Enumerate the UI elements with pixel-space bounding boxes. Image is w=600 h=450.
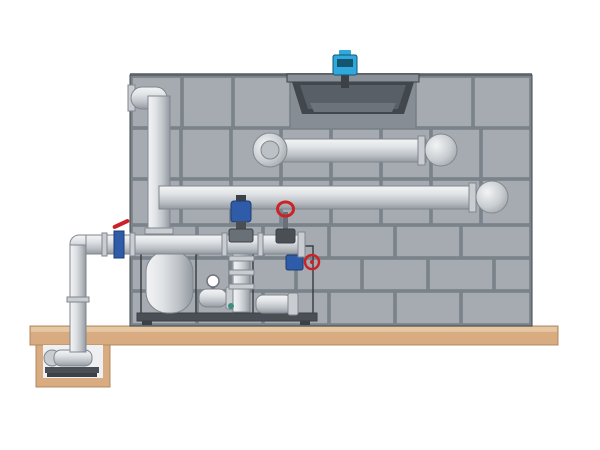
tower-basin: [286, 73, 420, 114]
column-flange: [228, 255, 255, 262]
tower-panel: [296, 258, 362, 291]
tower-panel: [473, 76, 531, 128]
tower-panel: [395, 225, 461, 258]
ground-platform: [29, 325, 559, 346]
upper-pipe-sphere-elbow: [424, 133, 458, 167]
tower-panel: [233, 76, 291, 128]
butterfly-valve: [112, 219, 130, 259]
upper-distribution-pipe: [252, 132, 458, 168]
pit-riser-flange: [66, 296, 90, 303]
column-flange: [228, 283, 255, 290]
drain-fitting: [228, 303, 234, 309]
header-flange: [221, 232, 228, 257]
tower-panel: [494, 258, 531, 291]
actuator-cap: [236, 195, 246, 202]
tower-panel: [329, 291, 395, 325]
skid-base-rail: [136, 312, 318, 322]
butterfly-valve-lever: [112, 219, 130, 229]
sump-pump-base: [45, 367, 99, 373]
upper-pipe-inlet-bore: [260, 140, 280, 160]
valve-handwheel: [276, 200, 295, 218]
control-valve-body: [228, 228, 254, 243]
tower-panel: [415, 76, 473, 128]
sensor-window: [337, 59, 353, 67]
handwheel-valve-stem: [283, 212, 288, 231]
header-flange: [129, 232, 136, 257]
pit-riser-pipe: [66, 244, 90, 353]
valve-actuator: [230, 200, 252, 223]
tower-panel: [461, 225, 531, 258]
tower-panel: [395, 291, 461, 325]
tower-panel: [182, 76, 233, 128]
tower-panel: [428, 258, 494, 291]
pressure-gauge: [206, 274, 220, 288]
header-end-flange: [297, 231, 306, 258]
header-flange: [101, 232, 108, 257]
gate-valve-hub: [310, 260, 314, 264]
riser-tube: [147, 95, 171, 237]
column-flange: [228, 269, 255, 276]
pump-motor-right: [255, 294, 293, 314]
upper-pipe-flange: [417, 135, 426, 166]
pump-head-right: [287, 292, 299, 316]
control-valve: [228, 195, 254, 243]
pump-motor-left: [198, 288, 228, 308]
tower-panel: [481, 128, 531, 179]
header-flange: [257, 232, 264, 257]
level-sensor: [332, 50, 358, 88]
handwheel-valve-body: [275, 228, 296, 244]
tower-panel: [461, 291, 531, 325]
basin-floor: [310, 103, 396, 112]
gate-valve-handwheel: [303, 253, 321, 271]
butterfly-valve-body: [113, 230, 125, 259]
middle-pipe-flange: [468, 182, 477, 213]
riser-bottom-flange: [144, 227, 174, 235]
upper-pipe-tube: [267, 138, 427, 163]
middle-distribution-pipe: [158, 180, 509, 214]
middle-pipe-tube: [158, 185, 476, 210]
handwheel-valve: [275, 200, 296, 244]
sump-pump-foot: [47, 373, 97, 377]
middle-pipe-sphere-elbow: [475, 180, 509, 214]
skid-foot: [142, 321, 152, 325]
valve-bonnet: [236, 221, 246, 230]
sensor-stem: [341, 72, 349, 88]
tower-panel: [329, 225, 395, 258]
tower-panel: [362, 258, 428, 291]
sump-pump: [43, 349, 99, 377]
platform-top-face: [31, 326, 557, 332]
tower-panel: [181, 128, 231, 179]
skid-foot: [300, 321, 310, 325]
gate-valve-body: [285, 254, 304, 271]
separator-vessel: [145, 250, 194, 314]
